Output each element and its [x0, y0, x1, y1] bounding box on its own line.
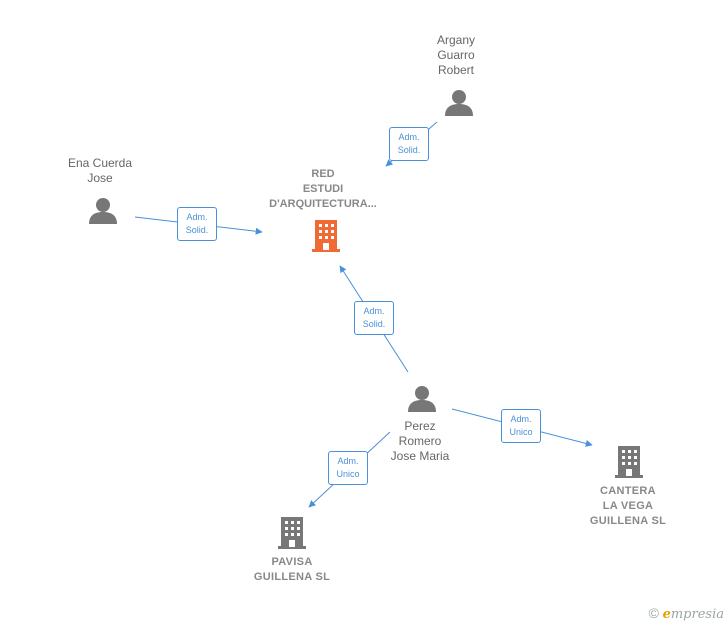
- node-label: CANTERA LA VEGA GUILLENA SL: [573, 484, 683, 529]
- edge-role-type: Solid.: [362, 319, 386, 329]
- edge-role: Adm.: [363, 306, 385, 316]
- name-line: Jose Maria: [390, 449, 450, 463]
- node-label: Ena Cuerda Jose: [50, 156, 150, 186]
- name-line: Robert: [437, 63, 475, 77]
- copyright-brand: © empresia: [649, 605, 724, 622]
- node-label: Argany Guarro Robert: [406, 33, 506, 78]
- building-icon[interactable]: [310, 219, 342, 253]
- name-line: Romero: [398, 434, 442, 448]
- edge-role-type: Solid.: [185, 225, 209, 235]
- name-line: GUILLENA SL: [589, 515, 667, 527]
- edge-label-argany-red[interactable]: Adm. Solid.: [389, 127, 429, 161]
- person-icon[interactable]: [407, 384, 437, 414]
- edge-role-type: Unico: [509, 427, 533, 437]
- name-line: Ena Cuerda: [67, 156, 133, 170]
- name-line: PAVISA: [271, 556, 313, 568]
- name-line: RED: [311, 168, 335, 180]
- brand-logo: empresia: [663, 607, 724, 622]
- name-line: Jose: [87, 171, 113, 185]
- brand-initial: e: [662, 607, 671, 622]
- edge-label-perez-red[interactable]: Adm. Solid.: [354, 301, 394, 335]
- name-line: Guarro: [437, 48, 475, 62]
- edge-role: Adm.: [337, 456, 359, 466]
- name-line: LA VEGA: [602, 500, 654, 512]
- brand-rest: mpresia: [670, 607, 724, 622]
- building-icon[interactable]: [276, 516, 308, 550]
- person-icon[interactable]: [444, 88, 474, 118]
- name-line: GUILLENA SL: [253, 571, 331, 583]
- edge-label-perez-cantera[interactable]: Adm. Unico: [501, 409, 541, 443]
- building-icon[interactable]: [613, 445, 645, 479]
- name-line: Argany: [436, 33, 476, 47]
- copyright-icon: ©: [648, 605, 659, 621]
- edge-role-type: Solid.: [397, 145, 421, 155]
- name-line: D'ARQUITECTURA...: [269, 198, 377, 210]
- name-line: Perez: [404, 419, 436, 433]
- name-line: CANTERA: [600, 485, 656, 497]
- person-icon[interactable]: [88, 196, 118, 226]
- edge-label-perez-pavisa[interactable]: Adm. Unico: [328, 451, 368, 485]
- name-line: ESTUDI: [302, 183, 344, 195]
- node-label: PAVISA GUILLENA SL: [237, 555, 347, 585]
- edge-role: Adm.: [510, 414, 532, 424]
- edge-role: Adm.: [398, 132, 420, 142]
- node-label: RED ESTUDI D'ARQUITECTURA...: [253, 167, 393, 212]
- edge-label-ena-red[interactable]: Adm. Solid.: [177, 207, 217, 241]
- node-label: Perez Romero Jose Maria: [370, 419, 470, 464]
- edge-role-type: Unico: [336, 469, 360, 479]
- edge-role: Adm.: [186, 212, 208, 222]
